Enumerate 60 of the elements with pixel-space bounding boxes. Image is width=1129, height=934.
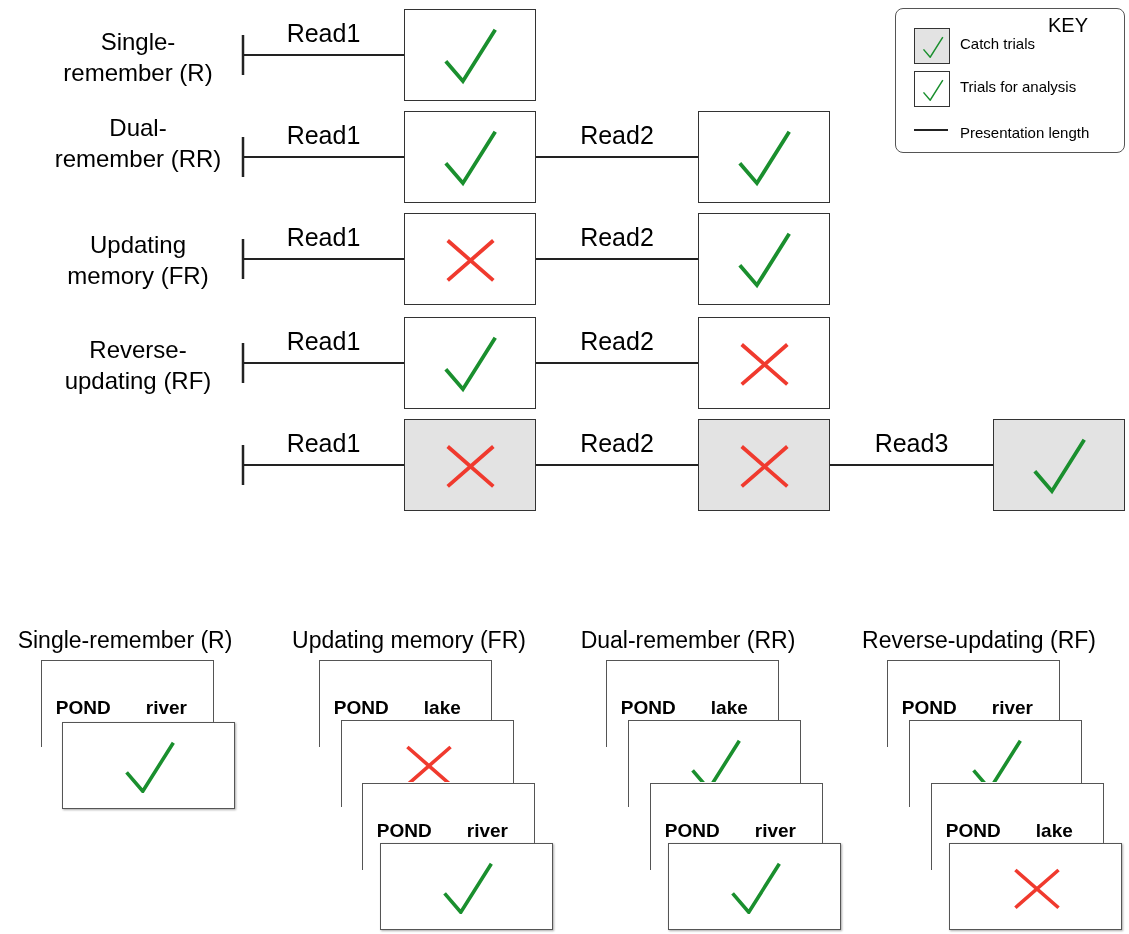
catch-trial-box [698,419,830,511]
catch-trial-box [404,419,536,511]
word-pair-card [650,783,823,843]
response-card [949,843,1122,930]
condition-label: Reverse- updating (RF) [63,335,213,397]
condition-label: Single- remember (R) [62,27,214,89]
cue-word: POND [55,697,111,719]
timeline-line [241,443,405,487]
legend-text: Trials for analysis [960,78,1077,95]
panel-title: Single-remember (R) [16,626,234,655]
panel-title: Reverse-updating (RF) [861,626,1097,655]
word-pair-card [887,660,1060,720]
response-card [341,720,514,783]
legend-text: Presentation length [960,124,1090,141]
cue-word: POND [901,697,957,719]
target-word: lake [710,697,748,719]
cue-word: POND [945,820,1001,842]
response-card [380,843,553,930]
timeline-line [241,237,405,281]
panel-title: Dual-remember (RR) [579,626,797,655]
response-card [909,720,1082,783]
condition-label: Updating memory (FR) [66,230,210,292]
cue-word: POND [620,697,676,719]
word-pair-card [362,783,535,843]
cue-word: POND [333,697,389,719]
connector-line [535,362,699,364]
trial-box [404,9,536,101]
trial-box [404,111,536,203]
word-pair-card [931,783,1104,843]
condition-label: Dual- remember (RR) [53,113,223,175]
timeline-line [241,135,405,179]
panel-title: Updating memory (FR) [291,626,527,655]
timeline-line [241,33,405,77]
connector-line [535,464,699,466]
timeline-line [241,341,405,385]
trial-box [404,213,536,305]
trial-box [404,317,536,409]
connector-line [535,258,699,260]
target-word: river [991,697,1033,719]
response-card [62,722,235,809]
connector-line [535,156,699,158]
word-pair-card [41,660,214,722]
target-word: river [145,697,187,719]
target-word: lake [423,697,461,719]
trial-box [698,317,830,409]
response-card [628,720,801,783]
legend-text: Catch trials [960,35,1036,52]
catch-trial-box [993,419,1125,511]
response-card [668,843,841,930]
cue-word: POND [664,820,720,842]
word-pair-card [319,660,492,720]
target-word: lake [1035,820,1073,842]
target-word: river [754,820,796,842]
word-pair-card [606,660,779,720]
key-title: KEY [1047,13,1089,38]
trial-box [698,213,830,305]
connector-line [829,464,994,466]
cue-word: POND [376,820,432,842]
trial-box [698,111,830,203]
target-word: river [466,820,508,842]
